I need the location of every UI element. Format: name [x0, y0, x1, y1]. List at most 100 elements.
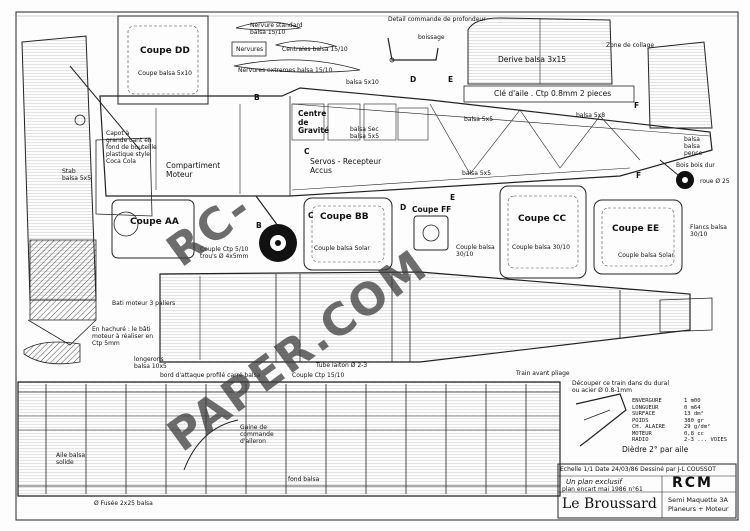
note-train: Train avant pliage	[516, 370, 570, 377]
note-compartiment: Compartiment Moteur	[166, 161, 221, 179]
spec-label: MOTEUR	[632, 430, 652, 437]
title-plan-line2: plan encart mai 1986 n°61	[562, 486, 643, 493]
note-nervures: Nervures	[236, 46, 264, 53]
spec-row: MOTEUR 0,8 cc	[632, 431, 736, 438]
title-block	[557, 463, 737, 519]
note-balsa-pence: balsa balsa pence	[684, 136, 703, 157]
note-couple-cc: Couple balsa 30/10	[512, 244, 570, 251]
note-hachures: En hachuré : le bâti moteur à réaliser e…	[92, 326, 154, 347]
elevator-control-detail	[387, 37, 439, 63]
note-centre-gravite: Centre de Gravité	[298, 109, 330, 135]
section-title-bb: Coupe BB	[320, 212, 369, 222]
title-model: Le Broussard	[562, 496, 657, 512]
title-plan-line1: Un plan exclusif	[566, 478, 622, 486]
note-decouper: Découper ce train dans du dural ou acier…	[572, 380, 669, 394]
note-diedre: Dièdre 2° par aile	[622, 445, 689, 454]
spec-label: ENVERGURE	[632, 398, 662, 404]
note-gaine: Gaine de commande d'aileron	[240, 424, 274, 445]
note-detail-profondeur: Detail commande de profondeur	[388, 16, 486, 23]
spec-value: 0,8 cc	[684, 430, 704, 437]
title-type-line2: Planeurs + Moteur	[668, 505, 729, 513]
rudder-right	[647, 41, 713, 129]
spec-row: SURFACE 13 dm²	[632, 411, 736, 418]
fin-derive	[467, 17, 613, 85]
section-marker: D	[410, 75, 417, 84]
spec-value: 29 g/dm²	[684, 424, 711, 430]
coupe-cc-frame	[499, 185, 587, 279]
note-cle-aile: Clé d'aile . Ctp 0.8mm 2 pieces	[494, 89, 612, 98]
section-marker: E	[450, 193, 456, 202]
spec-value: 13 dm²	[684, 411, 704, 417]
coupe-bb-frame	[303, 197, 393, 271]
coupe-aa-frame	[111, 199, 195, 259]
note-balsa-5x5a: balsa 5x5	[464, 116, 494, 123]
note-longerons: longerons balsa 10x5	[134, 356, 167, 370]
note-bati: Bati moteur 3 paliers	[112, 300, 176, 307]
landing-gear-bracket	[575, 393, 627, 447]
section-marker: E	[448, 75, 454, 84]
spec-label: POIDS	[632, 417, 649, 424]
spec-value: 0 m64	[684, 404, 701, 411]
note-bord-attaque: bord d'attaque profilé carré balsa	[160, 372, 261, 379]
spec-row: RADIO 2-3 ... VOIES	[632, 437, 736, 444]
note-aile-balsa: Aile balsa solide	[56, 452, 85, 466]
note-balsa-5x5b: balsa 5x5	[462, 170, 492, 177]
note-roue: roue Ø 25	[700, 178, 730, 185]
section-title-ee: Coupe EE	[612, 224, 660, 234]
coupe-ee-frame	[593, 199, 683, 275]
note-fond-balsa: fond balsa	[288, 476, 320, 483]
note-balsa-sec: balsa Sec balsa 5x5	[350, 126, 380, 140]
note-balsa-5x8: balsa 5x8	[576, 112, 606, 119]
section-title-dd: Coupe DD	[140, 46, 190, 56]
spec-label: CH. ALAIRE	[632, 424, 666, 430]
spec-label: RADIO	[632, 437, 649, 443]
section-title-cc: Coupe CC	[518, 214, 567, 224]
spec-row: CH. ALAIRE 29 g/dm²	[632, 424, 736, 431]
note-boissage: boissage	[418, 34, 445, 41]
section-title-aa: Coupe AA	[130, 217, 179, 227]
spec-value: 380 gr	[684, 417, 704, 424]
note-nervure-standard: Nervure standard balsa 15/10	[250, 22, 303, 36]
section-marker: B	[254, 93, 260, 102]
section-marker: D	[400, 203, 407, 212]
coupe-dd-frame	[117, 15, 209, 105]
note-couple-ee: Couple balsa Solar	[618, 252, 674, 259]
rib-drawings	[231, 21, 361, 73]
fuselage-side-view	[99, 87, 713, 197]
note-centrales: Centrales balsa 15/10	[282, 46, 348, 53]
note-flancs: Flancs balsa 30/10	[690, 224, 727, 238]
wing-key-bar	[463, 85, 635, 103]
note-balsa-5x10: balsa 5x10	[346, 79, 379, 86]
section-title-ff: Coupe FF	[412, 205, 452, 214]
spec-value: 1 m00	[684, 398, 701, 404]
section-marker: B	[256, 221, 262, 230]
spec-label: SURFACE	[632, 411, 656, 417]
note-bois-dur: Bois bois dur	[676, 162, 715, 169]
section-marker: F	[634, 101, 640, 110]
note-tube: Tube laiton Ø 2-3	[316, 362, 368, 369]
note-dd-balsa: Coupe balsa 5x10	[138, 70, 192, 77]
spinner	[23, 341, 81, 365]
note-nervures-ext: Nervures extremes balsa 15/10	[238, 67, 333, 74]
note-fusee: Ø Fusée 2x25 balsa	[94, 500, 153, 507]
wing-plan-view	[17, 381, 561, 497]
note-servos: Servos - Recepteur Accus	[310, 157, 382, 175]
note-couple-ff: Couple balsa 30/10	[456, 244, 495, 258]
section-marker: C	[308, 211, 314, 220]
aileron-cable	[183, 419, 239, 471]
spec-value: 2-3 ... VOIES	[684, 437, 728, 443]
spec-row: ENVERGURE 1 m00	[632, 398, 736, 405]
spec-label: LONGUEUR	[632, 404, 659, 411]
spec-row: LONGUEUR 0 m64	[632, 405, 736, 412]
title-scale-line: Echelle 1/1 Date 24/03/86 Dessiné par J-…	[560, 466, 716, 473]
note-couple-ctp-15: Couple Ctp 15/10	[292, 372, 345, 379]
section-marker: C	[304, 147, 310, 156]
wing-ribs	[45, 384, 527, 494]
note-couple-bb: Couple balsa Solar	[314, 245, 370, 252]
fuselage-top-view	[159, 271, 713, 363]
title-type-line1: Semi Maquette 3A	[668, 496, 728, 504]
note-capot: Capot à grande cant en fond de bouteille…	[106, 130, 157, 165]
note-zone-collage: Zone de collage	[606, 42, 655, 49]
